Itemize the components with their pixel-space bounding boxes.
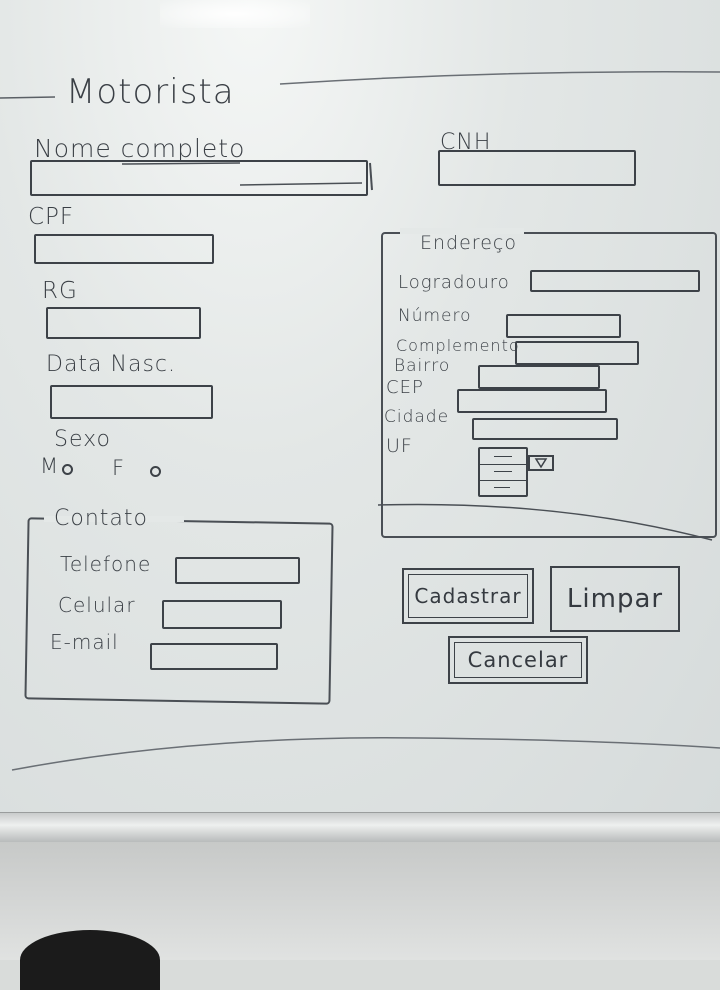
endereco-legend: Endereço <box>420 232 517 254</box>
light-glare <box>160 0 310 28</box>
uf-select[interactable] <box>478 447 528 497</box>
data-nasc-input[interactable] <box>50 385 213 419</box>
cancelar-button-label: Cancelar <box>467 648 569 672</box>
sexo-f-label: F <box>112 456 126 480</box>
cancelar-button-frame <box>454 642 582 678</box>
limpar-button-label: Limpar <box>566 584 664 614</box>
endereco-legend-gap <box>400 228 524 234</box>
endereco-group <box>381 232 717 538</box>
celular-label: Celular <box>58 593 136 617</box>
uf-option-scribble <box>494 456 512 457</box>
cadastrar-button-frame <box>408 574 528 618</box>
logradouro-input[interactable] <box>530 270 700 292</box>
logradouro-label: Logradouro <box>398 272 510 293</box>
uf-dropdown-toggle[interactable] <box>528 455 554 471</box>
cpf-input[interactable] <box>34 234 214 264</box>
data-nasc-label: Data Nasc. <box>46 352 177 377</box>
bairro-label: Bairro <box>394 356 451 376</box>
cpf-label: CPF <box>28 204 75 230</box>
complemento-label: Complemento <box>396 336 520 355</box>
cadastrar-button-label: Cadastrar <box>414 584 522 608</box>
uf-label: UF <box>386 435 413 457</box>
sketch-lines <box>0 71 720 771</box>
rg-label: RG <box>42 278 78 304</box>
cidade-input[interactable] <box>472 418 618 440</box>
email-label: E-mail <box>50 630 119 654</box>
nome-input[interactable] <box>30 160 368 196</box>
numero-label: Número <box>398 306 472 326</box>
celular-input[interactable] <box>162 600 282 629</box>
cidade-label: Cidade <box>384 407 450 427</box>
sexo-m-radio[interactable] <box>62 464 73 475</box>
bairro-input[interactable] <box>478 365 600 389</box>
email-input[interactable] <box>150 643 278 670</box>
chevron-down-icon <box>534 458 548 469</box>
limpar-button[interactable]: Limpar <box>550 566 680 632</box>
contato-legend: Contato <box>54 506 148 531</box>
cancelar-button[interactable]: Cancelar <box>448 636 588 684</box>
nome-label: Nome completo <box>34 134 246 163</box>
uf-option-line <box>480 464 526 465</box>
rg-input[interactable] <box>46 307 201 339</box>
page-title: Motorista <box>66 72 235 112</box>
uf-option-line <box>480 480 526 481</box>
complemento-input[interactable] <box>515 341 639 365</box>
sexo-label: Sexo <box>54 427 111 452</box>
uf-option-scribble <box>494 471 512 472</box>
sexo-m-label: M <box>40 454 60 478</box>
cep-input[interactable] <box>457 389 607 413</box>
contato-legend-gap <box>44 516 184 522</box>
person-head <box>20 930 160 990</box>
numero-input[interactable] <box>506 314 621 338</box>
sexo-f-radio[interactable] <box>150 466 161 477</box>
telefone-input[interactable] <box>175 557 300 584</box>
cep-label: CEP <box>386 377 424 398</box>
telefone-label: Telefone <box>60 552 152 576</box>
cadastrar-button[interactable]: Cadastrar <box>402 568 534 624</box>
cnh-input[interactable] <box>438 150 636 186</box>
whiteboard: Motorista Nome completo CNH CPF RG Data … <box>0 0 720 815</box>
uf-option-scribble <box>494 487 510 488</box>
whiteboard-tray <box>0 812 720 843</box>
